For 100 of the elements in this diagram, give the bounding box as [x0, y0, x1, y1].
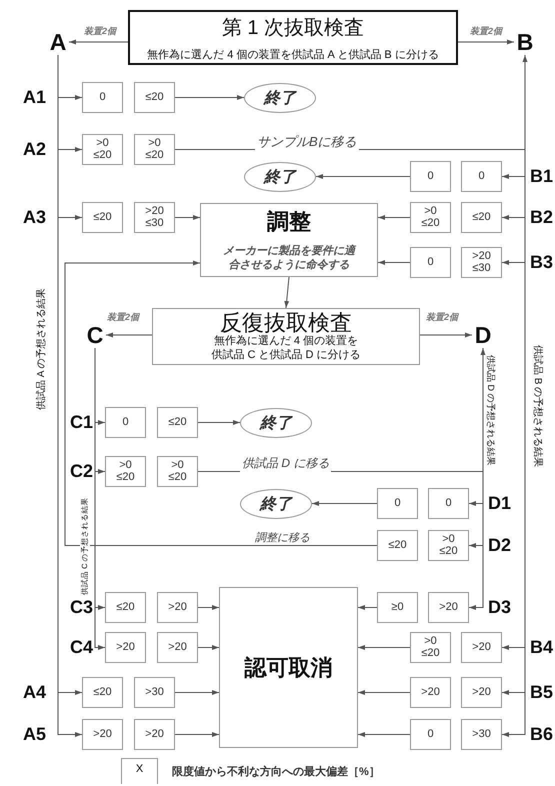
revocation-box — [219, 587, 358, 748]
value-box: >20 ≤30 — [134, 202, 175, 233]
value-box: ≤20 — [377, 530, 418, 561]
box-text: メーカーに製品を要件に適合させるように命令する — [223, 245, 355, 273]
edge-label: 調整に移る — [253, 530, 312, 546]
arrow — [64, 260, 378, 546]
row-label: C3 — [70, 597, 93, 618]
value-box: >0 ≤20 — [134, 134, 175, 165]
legend-text: 限度値から不利な方向への最大偏差［%］ — [172, 764, 380, 779]
end-ellipse: 終了 — [244, 162, 316, 192]
value-box: >20 — [82, 719, 123, 750]
branch-letter: C — [84, 322, 106, 348]
value-box: ≤20 — [105, 592, 146, 623]
value-box: 0 — [428, 488, 469, 519]
row-label: B4 — [530, 637, 554, 658]
end-ellipse: 終了 — [240, 489, 312, 519]
value-box: 0 — [377, 488, 418, 519]
arrow — [420, 332, 472, 338]
value-box: ≤20 — [134, 82, 175, 113]
row-label: A4 — [22, 682, 46, 703]
value-box: >20 — [428, 592, 469, 623]
box-heading: 調整 — [267, 208, 311, 236]
row-label: D2 — [488, 535, 512, 556]
row-label: A3 — [22, 207, 46, 228]
value-box: >0 ≤20 — [157, 456, 198, 487]
vertical-label: 供試品 A の予想される結果 — [34, 288, 48, 410]
value-box: 0 — [105, 407, 146, 438]
arrow — [358, 690, 410, 695]
arrow — [174, 215, 200, 220]
value-box: >20 — [157, 632, 198, 663]
value-box: 0 — [410, 247, 451, 278]
row-label: B1 — [530, 166, 554, 187]
value-box: ≤20 — [157, 407, 198, 438]
row-label: B3 — [530, 252, 554, 273]
row-label: C1 — [70, 412, 93, 433]
box-heading: 反復抜取検査 — [220, 311, 352, 336]
arrow — [358, 645, 410, 650]
arrow — [198, 605, 220, 610]
arrow — [378, 260, 410, 265]
branch-letter: A — [47, 29, 69, 55]
value-box: >20 — [134, 719, 175, 750]
value-box: >20 ≤30 — [461, 247, 502, 278]
value-box: >20 — [461, 632, 502, 663]
adjustment-box — [200, 203, 378, 277]
value-box: ≤20 — [461, 202, 502, 233]
row-label: A1 — [22, 87, 46, 108]
row-label: B6 — [530, 724, 554, 745]
arrow — [312, 501, 378, 506]
value-box: >20 — [461, 677, 502, 708]
value-box: >20 — [410, 677, 451, 708]
value-box: >0 ≤20 — [82, 134, 123, 165]
arrow — [198, 420, 240, 425]
arrow — [378, 215, 410, 220]
row-label: A5 — [22, 724, 46, 745]
box-heading: 第 1 次抜取検査 — [222, 16, 364, 40]
edge-label: 装置2個 — [468, 24, 504, 38]
value-box: >30 — [461, 719, 502, 750]
edge-label: 装置2個 — [105, 310, 142, 324]
row-label: B2 — [530, 207, 554, 228]
arrow — [174, 95, 244, 100]
value-box: ≥0 — [377, 592, 418, 623]
value-box: >0 ≤20 — [410, 632, 451, 663]
arrow — [284, 276, 290, 308]
box-text: 無作為に選んだ 4 個の装置を供試品 A と供試品 B に分ける — [147, 48, 439, 62]
branch-letter: D — [472, 322, 494, 348]
arrow — [358, 605, 378, 610]
arrow — [198, 645, 220, 650]
arrow — [316, 174, 410, 179]
edge-label: 装置2個 — [424, 310, 460, 324]
arrow — [458, 40, 514, 44]
value-box: ≤20 — [82, 202, 123, 233]
value-box: 0 — [410, 719, 451, 750]
inspection-box — [128, 10, 458, 65]
row-label: C2 — [70, 461, 93, 482]
value-box: >20 — [105, 632, 146, 663]
box-heading: 認可取消 — [244, 654, 332, 682]
row-label: A2 — [22, 139, 46, 160]
value-box: >0 ≤20 — [105, 456, 146, 487]
inspection-box — [152, 308, 420, 365]
value-box: 0 — [461, 161, 502, 192]
branch-letter: B — [514, 29, 536, 55]
arrow — [174, 690, 220, 695]
end-ellipse: 終了 — [244, 83, 316, 113]
value-box: 0 — [82, 82, 123, 113]
row-label: B5 — [530, 682, 554, 703]
value-box: >20 — [157, 592, 198, 623]
edge-label: サンプルBに移る — [255, 133, 359, 152]
vertical-label: 供試品 D の予想される結果 — [484, 355, 497, 466]
row-label: C4 — [70, 637, 93, 658]
end-ellipse: 終了 — [240, 408, 312, 438]
vertical-label: 供試品 B の予想される結果 — [531, 345, 545, 468]
value-box: >30 — [134, 677, 175, 708]
edge-label: 装置2個 — [82, 24, 118, 38]
value-box: >0 ≤20 — [428, 530, 469, 561]
row-label: D1 — [488, 493, 512, 514]
value-box: 0 — [410, 161, 451, 192]
arrow — [68, 40, 128, 44]
arrow — [174, 732, 220, 737]
arrow — [106, 332, 152, 338]
legend-sample: X — [121, 758, 158, 784]
